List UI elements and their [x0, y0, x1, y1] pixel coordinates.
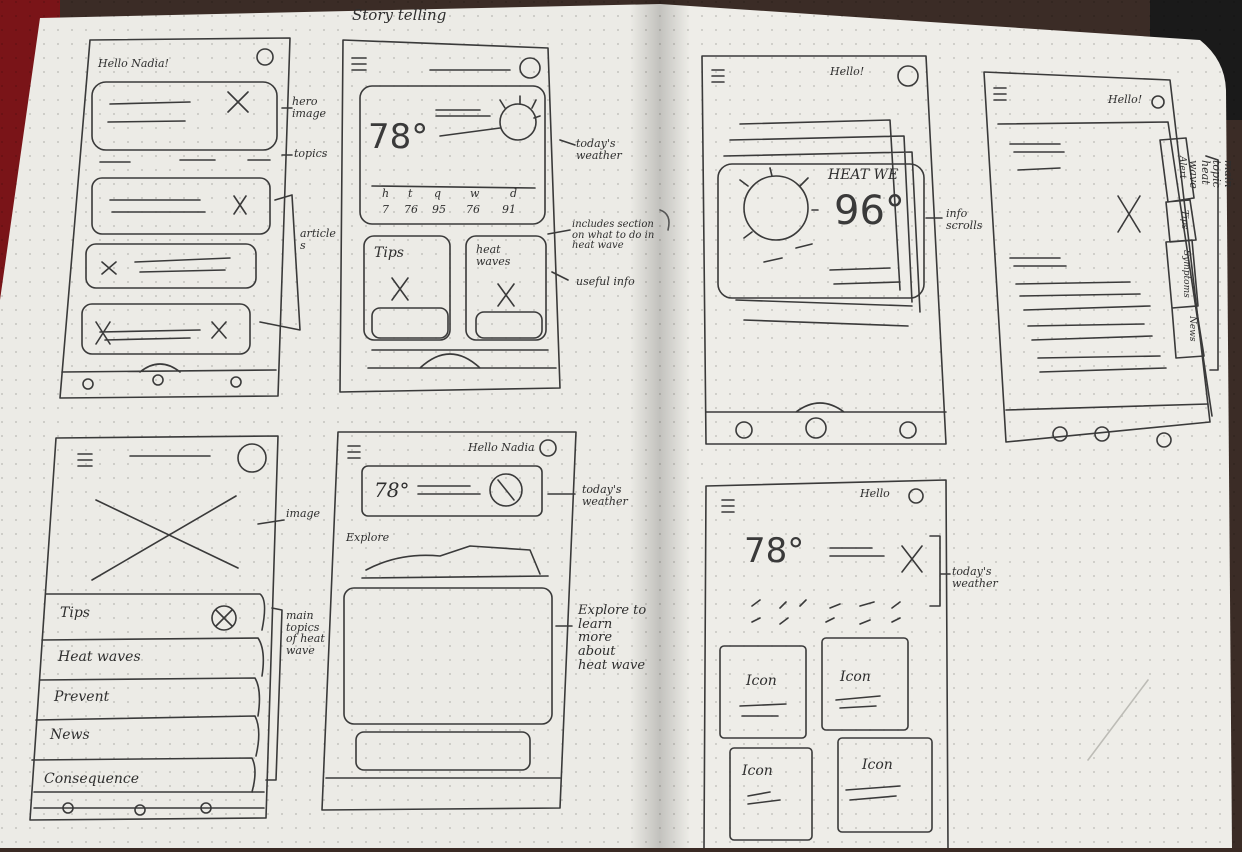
wf6-tab-alert: Alert	[1177, 156, 1187, 179]
wf1-article-card-3	[81, 303, 251, 355]
wf6-annotation-topic: main topic heat wave	[1187, 160, 1235, 189]
wf1-hero-card	[91, 81, 278, 151]
wf3-menu-heatwaves: Heat waves	[58, 649, 141, 665]
wf6-tab-news: News	[1187, 316, 1197, 342]
wf4-frame	[321, 431, 577, 811]
wf7-icon-3-label: Icon	[742, 763, 773, 779]
wf3-menu-consequence: Consequence	[44, 771, 140, 787]
wf2-card-tips	[363, 235, 451, 341]
wf2-frame	[339, 39, 561, 393]
wf2-temp-4: 76	[466, 203, 480, 216]
wf1-article-card-1	[91, 177, 271, 235]
wf2-card-tips-label: Tips	[374, 245, 404, 261]
wf6-tab-tips: Tips	[1179, 210, 1189, 230]
wf1-article-card-2	[85, 243, 257, 289]
wf6-frame	[983, 71, 1211, 443]
wf2-temp-5: 91	[502, 203, 516, 216]
wf4-annotation-weather: today's weather	[582, 483, 628, 508]
wf2-annotation-weather: today's weather	[576, 137, 622, 162]
wf4-explore-card	[343, 587, 553, 725]
wf7-annotation-weather: today's weather	[952, 565, 998, 590]
wf2-annotation-section: includes section on what to do in heat w…	[572, 219, 655, 251]
wf4-weather-card	[361, 465, 543, 517]
wf7-icon-card-1	[719, 645, 807, 739]
page-title-story-telling: Story telling	[352, 6, 447, 24]
wf2-day-2: t	[408, 187, 413, 200]
wf2-card-heatwaves	[465, 235, 547, 341]
wf2-temp-1: 7	[382, 203, 389, 216]
wf1-annotation-articles: articles	[300, 227, 336, 252]
wf1-profile-icon	[256, 48, 274, 66]
wf1-annotation-hero: hero image	[292, 95, 327, 120]
wf4-explore-label: Explore	[346, 531, 390, 544]
wf1-frame	[59, 37, 291, 399]
wf7-icon-4-label: Icon	[862, 757, 893, 773]
wf2-day-1: h	[382, 187, 390, 200]
wf2-temp-3: 95	[432, 203, 446, 216]
wf1-annotation-topics: topics	[294, 147, 328, 160]
wf6-tabs	[1159, 137, 1205, 359]
wf7-icon-card-3	[729, 747, 813, 841]
wf7-icon-card-2	[821, 637, 909, 731]
wf5-heat-label: HEAT WE	[828, 167, 899, 183]
wf5-frame	[701, 55, 947, 445]
wf2-day-3: q	[434, 187, 442, 200]
wf2-day-5: d	[510, 187, 518, 200]
wf4-annotation-explore: Explore to learn more about heat wave	[578, 603, 647, 673]
wf7-temperature: 78°	[744, 531, 805, 571]
wf7-icon-1-label: Icon	[746, 673, 777, 689]
wf3-menu-news: News	[50, 727, 90, 743]
wf2-temp-2: 76	[404, 203, 418, 216]
wf2-weather-card	[359, 85, 546, 225]
wf5-greeting: Hello!	[830, 65, 865, 78]
wf2-annotation-useful: useful info	[576, 275, 635, 288]
wf1-greeting: Hello Nadia!	[98, 57, 169, 70]
wf5-info-card	[717, 163, 925, 299]
wf3-hero-image	[91, 495, 239, 581]
wf4-temperature: 78°	[374, 478, 410, 502]
wf7-icon-2-label: Icon	[840, 669, 871, 685]
wf7-frame	[703, 479, 949, 849]
wf3-frame	[29, 435, 279, 821]
wf1-nav-bar	[61, 363, 277, 373]
wf3-annotation-image: image	[286, 507, 321, 520]
wf6-greeting: Hello!	[1108, 93, 1143, 106]
wf3-menu-tips: Tips	[60, 605, 90, 621]
wf3-annotation-topics: main topics of heat wave	[286, 609, 325, 657]
wf5-temperature: 96°	[834, 188, 905, 234]
wf2-card-heatwaves-label: heat waves	[476, 243, 511, 268]
wf2-temperature: 78°	[368, 117, 429, 157]
wf3-menu-prevent: Prevent	[54, 689, 110, 705]
wf7-greeting: Hello	[860, 487, 890, 500]
wf7-icon-card-4	[837, 737, 933, 833]
wf5-annotation-scrolls: info scrolls	[946, 207, 983, 232]
wf2-day-4: w	[470, 187, 480, 200]
wf6-tab-symptoms: Symptoms	[1181, 250, 1191, 298]
wf4-greeting: Hello Nadia	[468, 441, 535, 454]
